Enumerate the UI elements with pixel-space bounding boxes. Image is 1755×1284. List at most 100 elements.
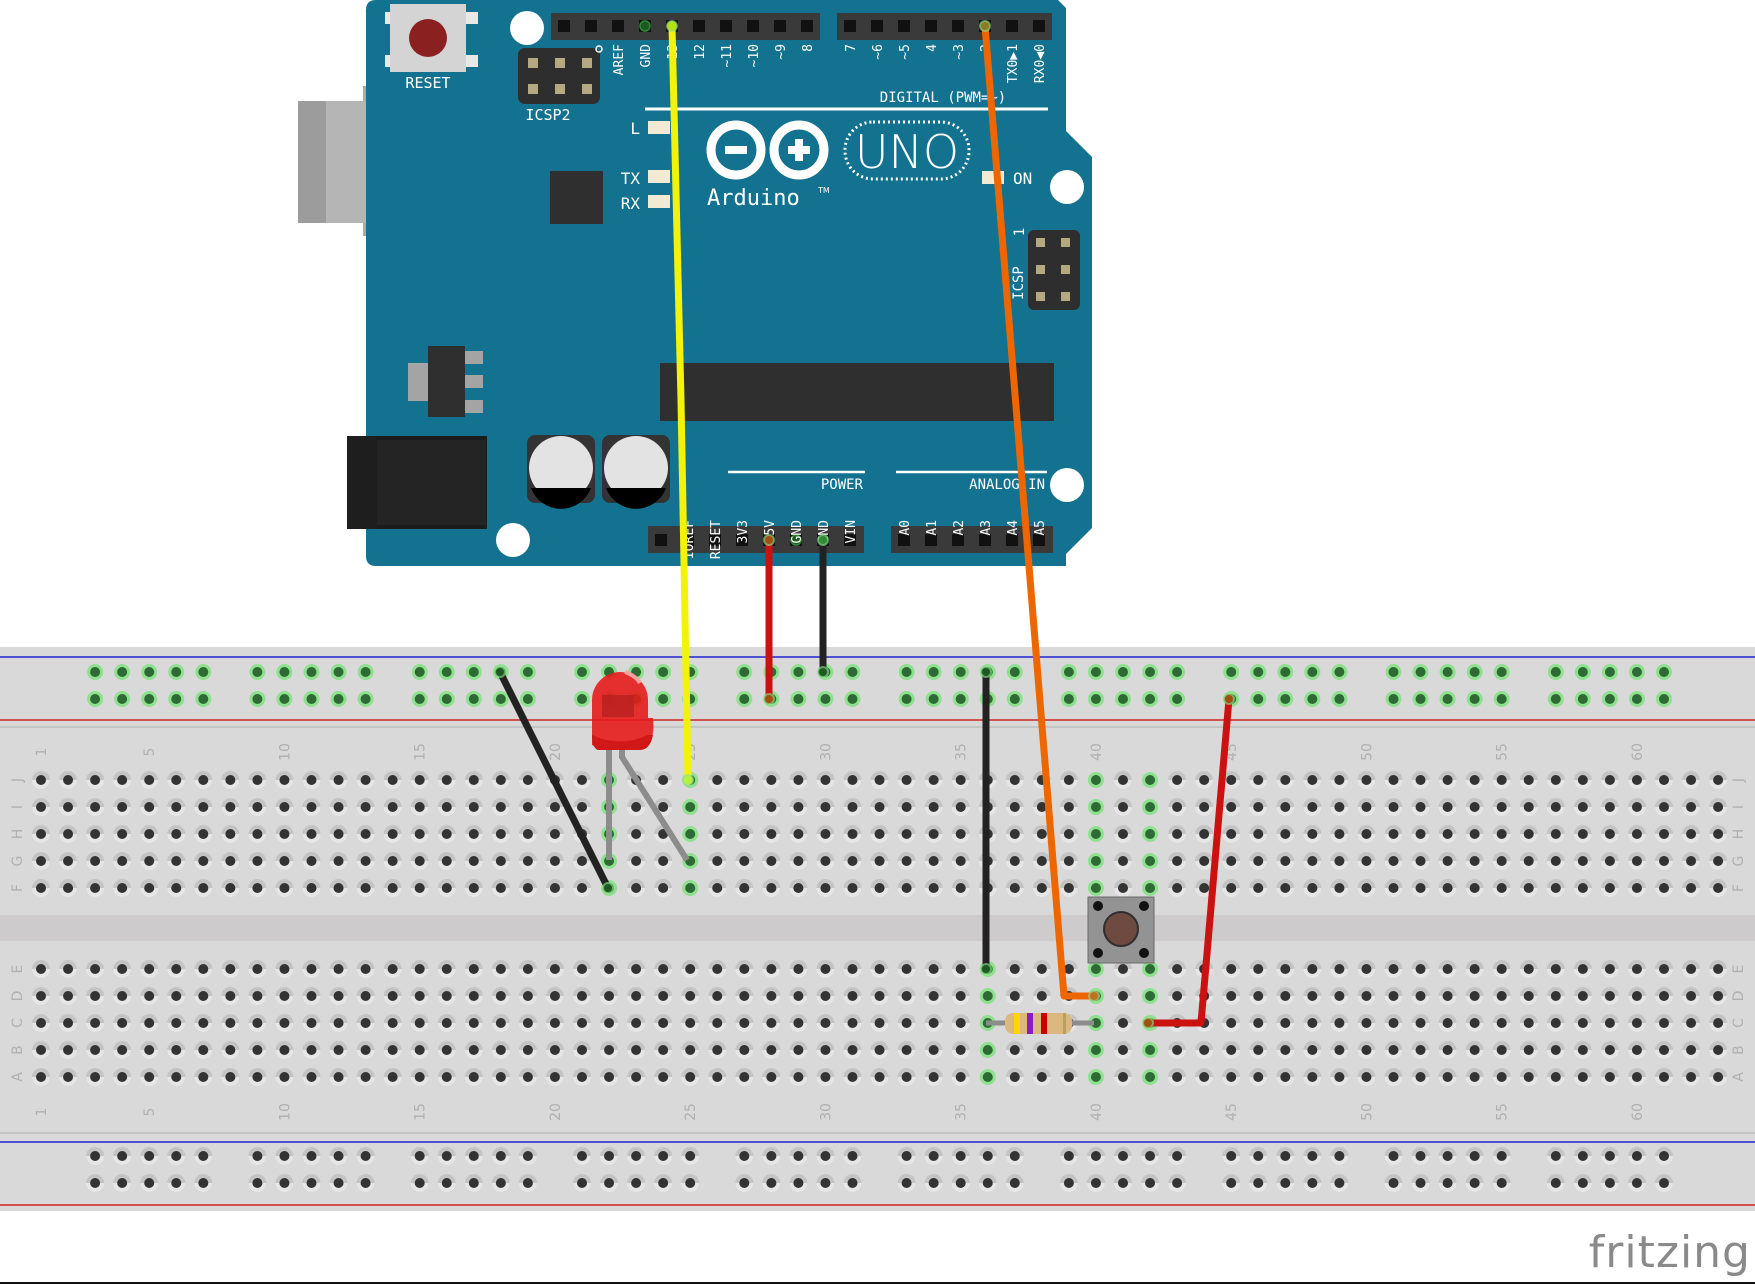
hole-G30[interactable] xyxy=(820,856,831,866)
top-rail-plus-hole[interactable] xyxy=(1631,694,1642,704)
hole-G24[interactable] xyxy=(658,856,669,866)
wire-endpoint[interactable] xyxy=(666,20,678,32)
hole-C6[interactable] xyxy=(171,1018,182,1028)
bottom-rail-minus-hole[interactable] xyxy=(1659,1151,1669,1161)
hole-F51[interactable] xyxy=(1388,883,1399,893)
hole-F52[interactable] xyxy=(1415,883,1426,893)
hole-I7[interactable] xyxy=(198,802,209,812)
hole-H10[interactable] xyxy=(279,829,290,839)
top-rail-plus-hole[interactable] xyxy=(1577,694,1588,704)
top-rail-plus-hole[interactable] xyxy=(1253,694,1264,704)
hole-I63[interactable] xyxy=(1713,802,1724,812)
hole-G40[interactable] xyxy=(1090,856,1101,866)
hole-J52[interactable] xyxy=(1415,775,1426,785)
hole-A24[interactable] xyxy=(658,1072,669,1082)
top-rail-plus-hole[interactable] xyxy=(1604,694,1615,704)
hole-H4[interactable] xyxy=(117,829,128,839)
bottom-rail-plus-hole[interactable] xyxy=(1226,1178,1237,1188)
top-rail-plus-hole[interactable] xyxy=(1063,694,1074,704)
power-pin[interactable] xyxy=(844,534,856,546)
hole-D46[interactable] xyxy=(1253,991,1264,1001)
hole-F18[interactable] xyxy=(495,883,506,893)
bottom-rail-plus-hole[interactable] xyxy=(820,1178,831,1188)
hole-F49[interactable] xyxy=(1334,883,1345,893)
hole-I33[interactable] xyxy=(901,802,912,812)
hole-A34[interactable] xyxy=(928,1072,939,1082)
bottom-rail-minus-hole[interactable] xyxy=(1009,1151,1020,1161)
hole-C22[interactable] xyxy=(604,1018,615,1028)
hole-A8[interactable] xyxy=(225,1072,236,1082)
hole-H16[interactable] xyxy=(441,829,452,839)
hole-A18[interactable] xyxy=(495,1072,506,1082)
top-rail-minus-hole[interactable] xyxy=(793,667,804,677)
hole-H45[interactable] xyxy=(1226,829,1237,839)
hole-D17[interactable] xyxy=(468,991,479,1001)
hole-H60[interactable] xyxy=(1631,829,1642,839)
hole-A35[interactable] xyxy=(955,1072,966,1082)
hole-H5[interactable] xyxy=(144,829,155,839)
top-rail-minus-hole[interactable] xyxy=(468,667,479,677)
bottom-rail-plus-hole[interactable] xyxy=(1496,1178,1507,1188)
top-rail-minus-hole[interactable] xyxy=(333,667,344,677)
hole-I42[interactable] xyxy=(1145,802,1156,812)
hole-I35[interactable] xyxy=(955,802,966,812)
hole-D42[interactable] xyxy=(1145,991,1156,1001)
hole-C45[interactable] xyxy=(1226,1018,1237,1028)
hole-D12[interactable] xyxy=(333,991,344,1001)
hole-I53[interactable] xyxy=(1442,802,1453,812)
hole-D26[interactable] xyxy=(712,991,723,1001)
hole-J27[interactable] xyxy=(739,775,750,785)
hole-G39[interactable] xyxy=(1063,856,1074,866)
hole-C15[interactable] xyxy=(414,1018,425,1028)
hole-F27[interactable] xyxy=(739,883,750,893)
digital-pin[interactable] xyxy=(898,20,910,32)
hole-D18[interactable] xyxy=(495,991,506,1001)
hole-F38[interactable] xyxy=(1036,883,1047,893)
hole-G5[interactable] xyxy=(144,856,155,866)
hole-A10[interactable] xyxy=(279,1072,290,1082)
hole-H59[interactable] xyxy=(1604,829,1615,839)
hole-A49[interactable] xyxy=(1334,1072,1345,1082)
hole-H12[interactable] xyxy=(333,829,344,839)
hole-C26[interactable] xyxy=(712,1018,723,1028)
hole-I34[interactable] xyxy=(928,802,939,812)
hole-C4[interactable] xyxy=(117,1018,128,1028)
hole-H2[interactable] xyxy=(63,829,74,839)
bottom-rail-plus-hole[interactable] xyxy=(1307,1178,1318,1188)
hole-J39[interactable] xyxy=(1063,775,1074,785)
hole-J62[interactable] xyxy=(1686,775,1697,785)
top-rail-minus-hole[interactable] xyxy=(1118,667,1128,677)
hole-F26[interactable] xyxy=(712,883,723,893)
bottom-rail-minus-hole[interactable] xyxy=(901,1151,912,1161)
hole-F11[interactable] xyxy=(306,883,317,893)
hole-F33[interactable] xyxy=(901,883,912,893)
hole-G10[interactable] xyxy=(279,856,290,866)
hole-F16[interactable] xyxy=(441,883,452,893)
led[interactable] xyxy=(592,670,690,862)
hole-A7[interactable] xyxy=(198,1072,209,1082)
resistor[interactable] xyxy=(986,1013,1094,1034)
bottom-rail-plus-hole[interactable] xyxy=(1118,1178,1128,1188)
hole-I62[interactable] xyxy=(1686,802,1697,812)
hole-G26[interactable] xyxy=(712,856,723,866)
hole-D13[interactable] xyxy=(360,991,371,1001)
top-rail-minus-hole[interactable] xyxy=(739,667,750,677)
hole-G58[interactable] xyxy=(1577,856,1588,866)
bottom-rail-minus-hole[interactable] xyxy=(1307,1151,1318,1161)
hole-J6[interactable] xyxy=(171,775,182,785)
hole-A46[interactable] xyxy=(1253,1072,1264,1082)
top-rail-plus-hole[interactable] xyxy=(1496,694,1507,704)
bottom-rail-plus-hole[interactable] xyxy=(955,1178,966,1188)
hole-F63[interactable] xyxy=(1713,883,1724,893)
top-rail-minus-hole[interactable] xyxy=(1145,667,1156,677)
hole-I40[interactable] xyxy=(1090,802,1101,812)
bottom-rail-plus-hole[interactable] xyxy=(631,1178,642,1188)
top-rail-minus-hole[interactable] xyxy=(955,667,966,677)
bottom-rail-minus-hole[interactable] xyxy=(820,1151,831,1161)
hole-D56[interactable] xyxy=(1523,991,1534,1001)
bottom-rail-plus-hole[interactable] xyxy=(1253,1178,1264,1188)
hole-A60[interactable] xyxy=(1631,1072,1642,1082)
bottom-rail-minus-hole[interactable] xyxy=(144,1151,155,1161)
hole-I4[interactable] xyxy=(117,802,128,812)
hole-A47[interactable] xyxy=(1280,1072,1291,1082)
